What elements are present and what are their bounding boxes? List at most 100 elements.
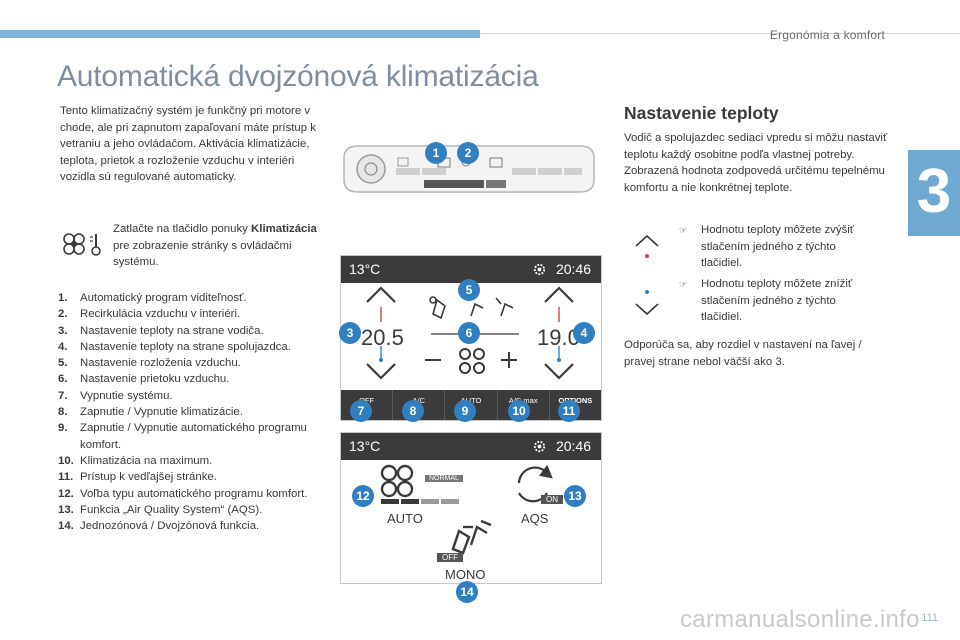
bullet-increase: ☞ Hodnotu teploty môžete zvýšiť stlačení… xyxy=(679,224,855,269)
legend-number: 3. xyxy=(58,324,68,337)
temp-up-icon xyxy=(635,234,659,258)
legend-text: Zapnutie / Vypnutie automatického progra… xyxy=(80,422,307,451)
screen-button-1[interactable]: A/C xyxy=(393,390,446,420)
watermark: carmanualsonline.info xyxy=(680,606,920,633)
legend-text: Nastavenie teploty na strane spolujazdca… xyxy=(80,340,291,353)
screen-status-bar: 13°C 20:46 xyxy=(341,256,601,283)
menu-hint: Zatlačte na tlačidlo ponuky Klimatizácia… xyxy=(113,223,317,268)
climate-screen-options: 13°C 20:46 NORMAL AUTO ON xyxy=(340,432,602,584)
legend-number: 5. xyxy=(58,357,68,370)
temperature-description: Vodič a spolujazdec sediaci vpredu si mô… xyxy=(624,132,888,194)
legend-number: 12. xyxy=(58,487,74,500)
badge-4: 4 xyxy=(573,322,595,344)
clock: 20:46 xyxy=(555,261,591,277)
legend-item: 1. Automatický program viditeľnosť. xyxy=(58,290,338,306)
legend-number: 6. xyxy=(58,373,68,386)
badge-1: 1 xyxy=(425,142,447,164)
temp-down-icon xyxy=(635,290,659,316)
temperature-recommendation: Odporúča sa, aby rozdiel v nastavení na … xyxy=(624,339,862,368)
legend-text: Vypnutie systému. xyxy=(80,389,173,402)
legend-item: 10. Klimatizácia na maximum. xyxy=(58,453,338,469)
driver-temp-up-chevron xyxy=(366,286,396,303)
auto-label[interactable]: AUTO xyxy=(387,511,423,526)
legend-number: 13. xyxy=(58,503,74,516)
badge-7: 7 xyxy=(350,400,372,422)
badge-12: 12 xyxy=(352,485,374,507)
legend-text: Nastavenie teploty na strane vodiča. xyxy=(80,324,264,337)
mono-label[interactable]: MONO xyxy=(445,567,486,582)
legend-text: Jednozónová / Dvojzónová funkcia. xyxy=(80,520,260,533)
legend-text: Zapnutie / Vypnutie klimatizácie. xyxy=(80,406,243,419)
screen-button-2[interactable]: AUTO xyxy=(445,390,498,420)
badge-5: 5 xyxy=(458,279,480,301)
legend-item: 4. Nastavenie teploty na strane spolujazd… xyxy=(58,339,338,355)
temperature-heading: Nastavenie teploty xyxy=(624,103,779,123)
legend-number: 4. xyxy=(58,340,68,353)
legend-text: Nastavenie prietoku vzduchu. xyxy=(80,373,230,386)
legend-text: Klimatizácia na maximum. xyxy=(80,454,213,467)
badge-13: 13 xyxy=(564,485,586,507)
legend-item: 8. Zapnutie / Vypnutie klimatizácie. xyxy=(58,404,338,420)
legend-number: 2. xyxy=(58,308,68,321)
clock: 20:46 xyxy=(555,438,591,454)
legend-number: 1. xyxy=(58,292,68,304)
passenger-temp-up-chevron xyxy=(544,286,574,303)
climate-menu-icon xyxy=(63,233,101,256)
section-header: Ergonómia a komfort xyxy=(769,28,885,42)
bullet-decrease: ☞ Hodnotu teploty môžete znížiť stlačení… xyxy=(679,278,853,323)
legend-number: 8. xyxy=(58,406,68,419)
chapter-tab: 3 xyxy=(908,150,960,236)
legend-text: Prístup k vedľajšej stránke. xyxy=(80,471,217,484)
aqs-tag: ON xyxy=(541,495,563,504)
bullet-arrow-icon: ☞ xyxy=(679,279,688,289)
intro-paragraph: Tento klimatizačný systém je funkčný pri… xyxy=(60,105,316,183)
legend-number: 10. xyxy=(58,454,74,467)
chapter-number: 3 xyxy=(916,157,952,226)
legend-item: 11. Prístup k vedľajšej stránke. xyxy=(58,469,338,485)
screen-main-controls xyxy=(366,286,574,380)
badge-9: 9 xyxy=(454,400,476,422)
legend-text: Voľba typu automatického programu komfor… xyxy=(80,487,308,500)
legend-item: 12. Voľba typu automatického programu kom… xyxy=(58,486,338,502)
legend-text: Funkcia „Air Quality System“ (AQS). xyxy=(80,503,263,516)
screen-status-bar: 13°C 20:46 xyxy=(341,433,601,460)
menu-name: Klimatizácia xyxy=(251,223,317,235)
badge-8: 8 xyxy=(402,400,424,422)
legend-text: Automatický program viditeľnosť. xyxy=(80,292,247,304)
aqs-label[interactable]: AQS xyxy=(521,511,549,526)
legend-item: 6. Nastavenie prietoku vzduchu. xyxy=(58,371,338,387)
header-accent-bar xyxy=(0,30,480,38)
badge-11: 11 xyxy=(558,400,580,422)
fan-icon xyxy=(459,348,485,374)
mono-tag: OFF xyxy=(437,553,463,562)
mono-seat-icon xyxy=(451,519,492,555)
legend-item: 5. Nastavenie rozloženia vzduchu. xyxy=(58,355,338,371)
legend-number: 11. xyxy=(58,471,74,484)
legend-item: 3. Nastavenie teploty na strane vodiča. xyxy=(58,323,338,339)
badge-10: 10 xyxy=(508,400,530,422)
legend-number: 9. xyxy=(58,422,68,435)
page-number: 111 xyxy=(921,612,938,624)
legend-text: Nastavenie rozloženia vzduchu. xyxy=(80,357,241,370)
driver-temp-value[interactable]: 20.5 xyxy=(361,325,404,350)
screen-options-controls xyxy=(380,464,553,555)
passenger-temp-down-chevron xyxy=(544,363,574,380)
screen-button-0[interactable]: OFF xyxy=(341,390,394,420)
badge-14: 14 xyxy=(456,581,478,603)
driver-temp-down-chevron xyxy=(366,363,396,380)
screen-button-4[interactable]: OPTIONS xyxy=(558,396,593,405)
legend-text: Recirkulácia vzduchu v interiéri. xyxy=(80,308,241,321)
gear-icon xyxy=(533,263,546,276)
legend-item: 14.Jednozónová / Dvojzónová funkcia. xyxy=(58,518,338,534)
auto-fan-icon xyxy=(380,464,414,498)
auto-level-bars xyxy=(381,499,459,504)
legend-item: 2. Recirkulácia vzduchu v interiéri. xyxy=(58,306,338,322)
gear-icon xyxy=(533,440,546,453)
outside-temp: 13°C xyxy=(349,261,381,277)
legend-list: 1. Automatický program viditeľnosť. 2. Reci… xyxy=(58,290,338,534)
auto-tag: NORMAL xyxy=(425,475,463,482)
page-title: Automatická dvojzónová klimatizácia xyxy=(57,60,539,93)
bullet-arrow-icon: ☞ xyxy=(679,225,688,235)
header-rule xyxy=(480,33,960,34)
passenger-temp-value[interactable]: 19.0 xyxy=(537,325,580,350)
